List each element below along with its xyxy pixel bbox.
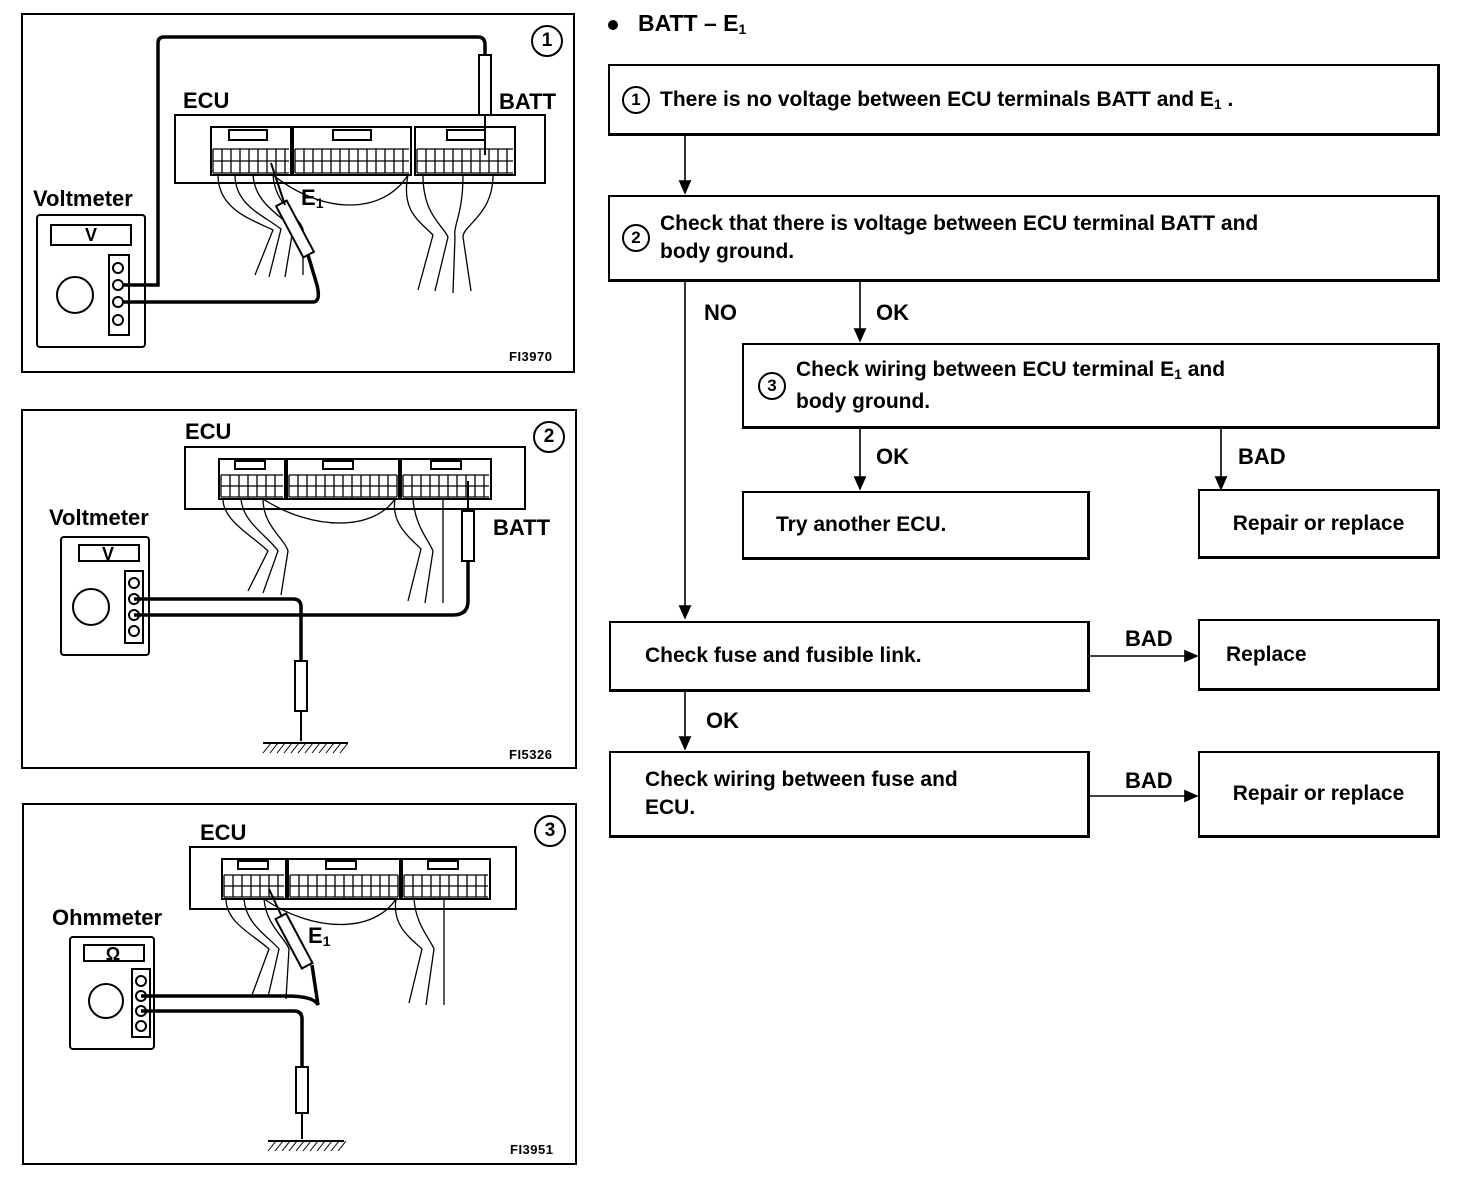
voltmeter-body bbox=[36, 214, 146, 348]
e1-label: E1 bbox=[301, 185, 324, 211]
step-2-box: 2 Check that there is voltage between EC… bbox=[608, 195, 1440, 282]
batt-label: BATT bbox=[493, 515, 551, 540]
ground-hatch bbox=[302, 1140, 312, 1152]
ground-hatch bbox=[330, 1140, 340, 1152]
ohmmeter-body bbox=[69, 936, 155, 1050]
panel-number: 3 bbox=[534, 815, 566, 847]
ground-hatch bbox=[283, 742, 293, 754]
label-bad: BAD bbox=[1125, 768, 1173, 793]
ecu-label: ECU bbox=[200, 820, 247, 845]
ground-hatch bbox=[325, 742, 335, 754]
replace-text: Replace bbox=[1226, 642, 1307, 666]
lead-to-batt bbox=[123, 35, 487, 287]
label-bad: BAD bbox=[1125, 626, 1173, 651]
meter-label: Voltmeter bbox=[49, 505, 149, 530]
ecu-label: ECU bbox=[183, 88, 230, 113]
ecu-connector-middle bbox=[292, 126, 412, 176]
step-3-text: Check wiring between ECU terminal E1 and… bbox=[796, 357, 1226, 413]
step-1-text: There is no voltage between ECU terminal… bbox=[660, 87, 1234, 112]
ground-hatch bbox=[290, 742, 300, 754]
ecu-label: ECU bbox=[185, 419, 232, 444]
replace-box: Replace bbox=[1198, 619, 1440, 691]
ground-hatch bbox=[297, 742, 307, 754]
ecu-connector-left bbox=[210, 126, 292, 176]
ground-hatch bbox=[337, 1140, 347, 1152]
lead-to-batt bbox=[134, 561, 470, 617]
meter-symbol: Ω bbox=[105, 944, 121, 964]
page-title: BATT – E1 bbox=[608, 10, 746, 37]
diagram-panel-2: 2 ECU BATT Voltmeter V FI5326 bbox=[21, 409, 577, 769]
label-ok: OK bbox=[876, 444, 909, 469]
lead-to-ground bbox=[141, 1009, 304, 1067]
label-ok: OK bbox=[706, 708, 739, 733]
ground-hatch bbox=[318, 742, 328, 754]
meter-label: Ohmmeter bbox=[52, 905, 163, 930]
label-ok: OK bbox=[876, 300, 909, 325]
fuse-check-text: Check fuse and fusible link. bbox=[645, 644, 922, 667]
probe-e1 bbox=[274, 199, 316, 259]
panel-number: 1 bbox=[531, 25, 563, 57]
ecu-body bbox=[174, 114, 546, 184]
panel-2-illustration bbox=[60, 446, 526, 754]
ground-hatch bbox=[311, 742, 321, 754]
label-no: NO bbox=[704, 300, 737, 325]
diagram-panel-1: 1 ECU BATT E1 Voltmeter V FI3970 bbox=[21, 13, 575, 373]
ground-hatch bbox=[267, 1140, 277, 1152]
ground-hatch bbox=[276, 742, 286, 754]
ground-hatch bbox=[323, 1140, 333, 1152]
step-2-text: Check that there is voltage between ECU … bbox=[660, 212, 1259, 263]
figure-code: FI3951 bbox=[510, 1142, 554, 1157]
step-number: 3 bbox=[758, 371, 786, 400]
ground-hatch bbox=[295, 1140, 305, 1152]
repair-or-replace-box: Repair or replace bbox=[1198, 489, 1440, 559]
ground-hatch bbox=[339, 742, 349, 754]
ground-hatch bbox=[281, 1140, 291, 1152]
e1-label: E1 bbox=[308, 923, 331, 949]
try-another-ecu-text: Try another ECU. bbox=[776, 513, 947, 536]
ground-hatch bbox=[288, 1140, 298, 1152]
step-3-box: 3 Check wiring between ECU terminal E1 a… bbox=[742, 343, 1440, 429]
ground-hatch bbox=[332, 742, 342, 754]
figure-code: FI5326 bbox=[509, 747, 553, 762]
ground-hatch bbox=[274, 1140, 284, 1152]
ground-hatch bbox=[304, 742, 314, 754]
lead-to-ground bbox=[134, 597, 303, 661]
lead-to-e1 bbox=[123, 254, 321, 304]
ground-hatch bbox=[309, 1140, 319, 1152]
step-1-box: 1 There is no voltage between ECU termin… bbox=[608, 64, 1440, 136]
meter-label: Voltmeter bbox=[33, 186, 133, 211]
lead-to-e1 bbox=[141, 964, 320, 1006]
fuse-check-box: Check fuse and fusible link. bbox=[609, 621, 1090, 692]
figure-code: FI3970 bbox=[509, 349, 553, 364]
repair-or-replace-text: Repair or replace bbox=[1232, 511, 1405, 535]
ground-hatch bbox=[262, 742, 272, 754]
panel-number: 2 bbox=[533, 421, 565, 453]
bullet-icon bbox=[608, 19, 618, 30]
label-bad: BAD bbox=[1238, 444, 1286, 469]
voltmeter-body bbox=[60, 536, 150, 656]
meter-symbol: V bbox=[84, 225, 97, 245]
ecu-connector-right bbox=[414, 126, 516, 176]
repair-or-replace-text: Repair or replace bbox=[1232, 782, 1405, 805]
meter-symbol: V bbox=[101, 544, 114, 564]
batt-label: BATT bbox=[499, 89, 557, 114]
panel-1-illustration bbox=[36, 35, 546, 348]
step-number: 1 bbox=[622, 85, 650, 114]
step-number: 2 bbox=[622, 224, 650, 252]
try-another-ecu-box: Try another ECU. bbox=[742, 491, 1090, 560]
diagram-panel-3: 3 ECU E1 Ohmmeter Ω FI3951 bbox=[22, 803, 577, 1165]
repair-or-replace-box-2: Repair or replace bbox=[1198, 751, 1440, 838]
ground-hatch bbox=[269, 742, 279, 754]
ground-hatch bbox=[316, 1140, 326, 1152]
panel-3-illustration bbox=[69, 846, 517, 1152]
